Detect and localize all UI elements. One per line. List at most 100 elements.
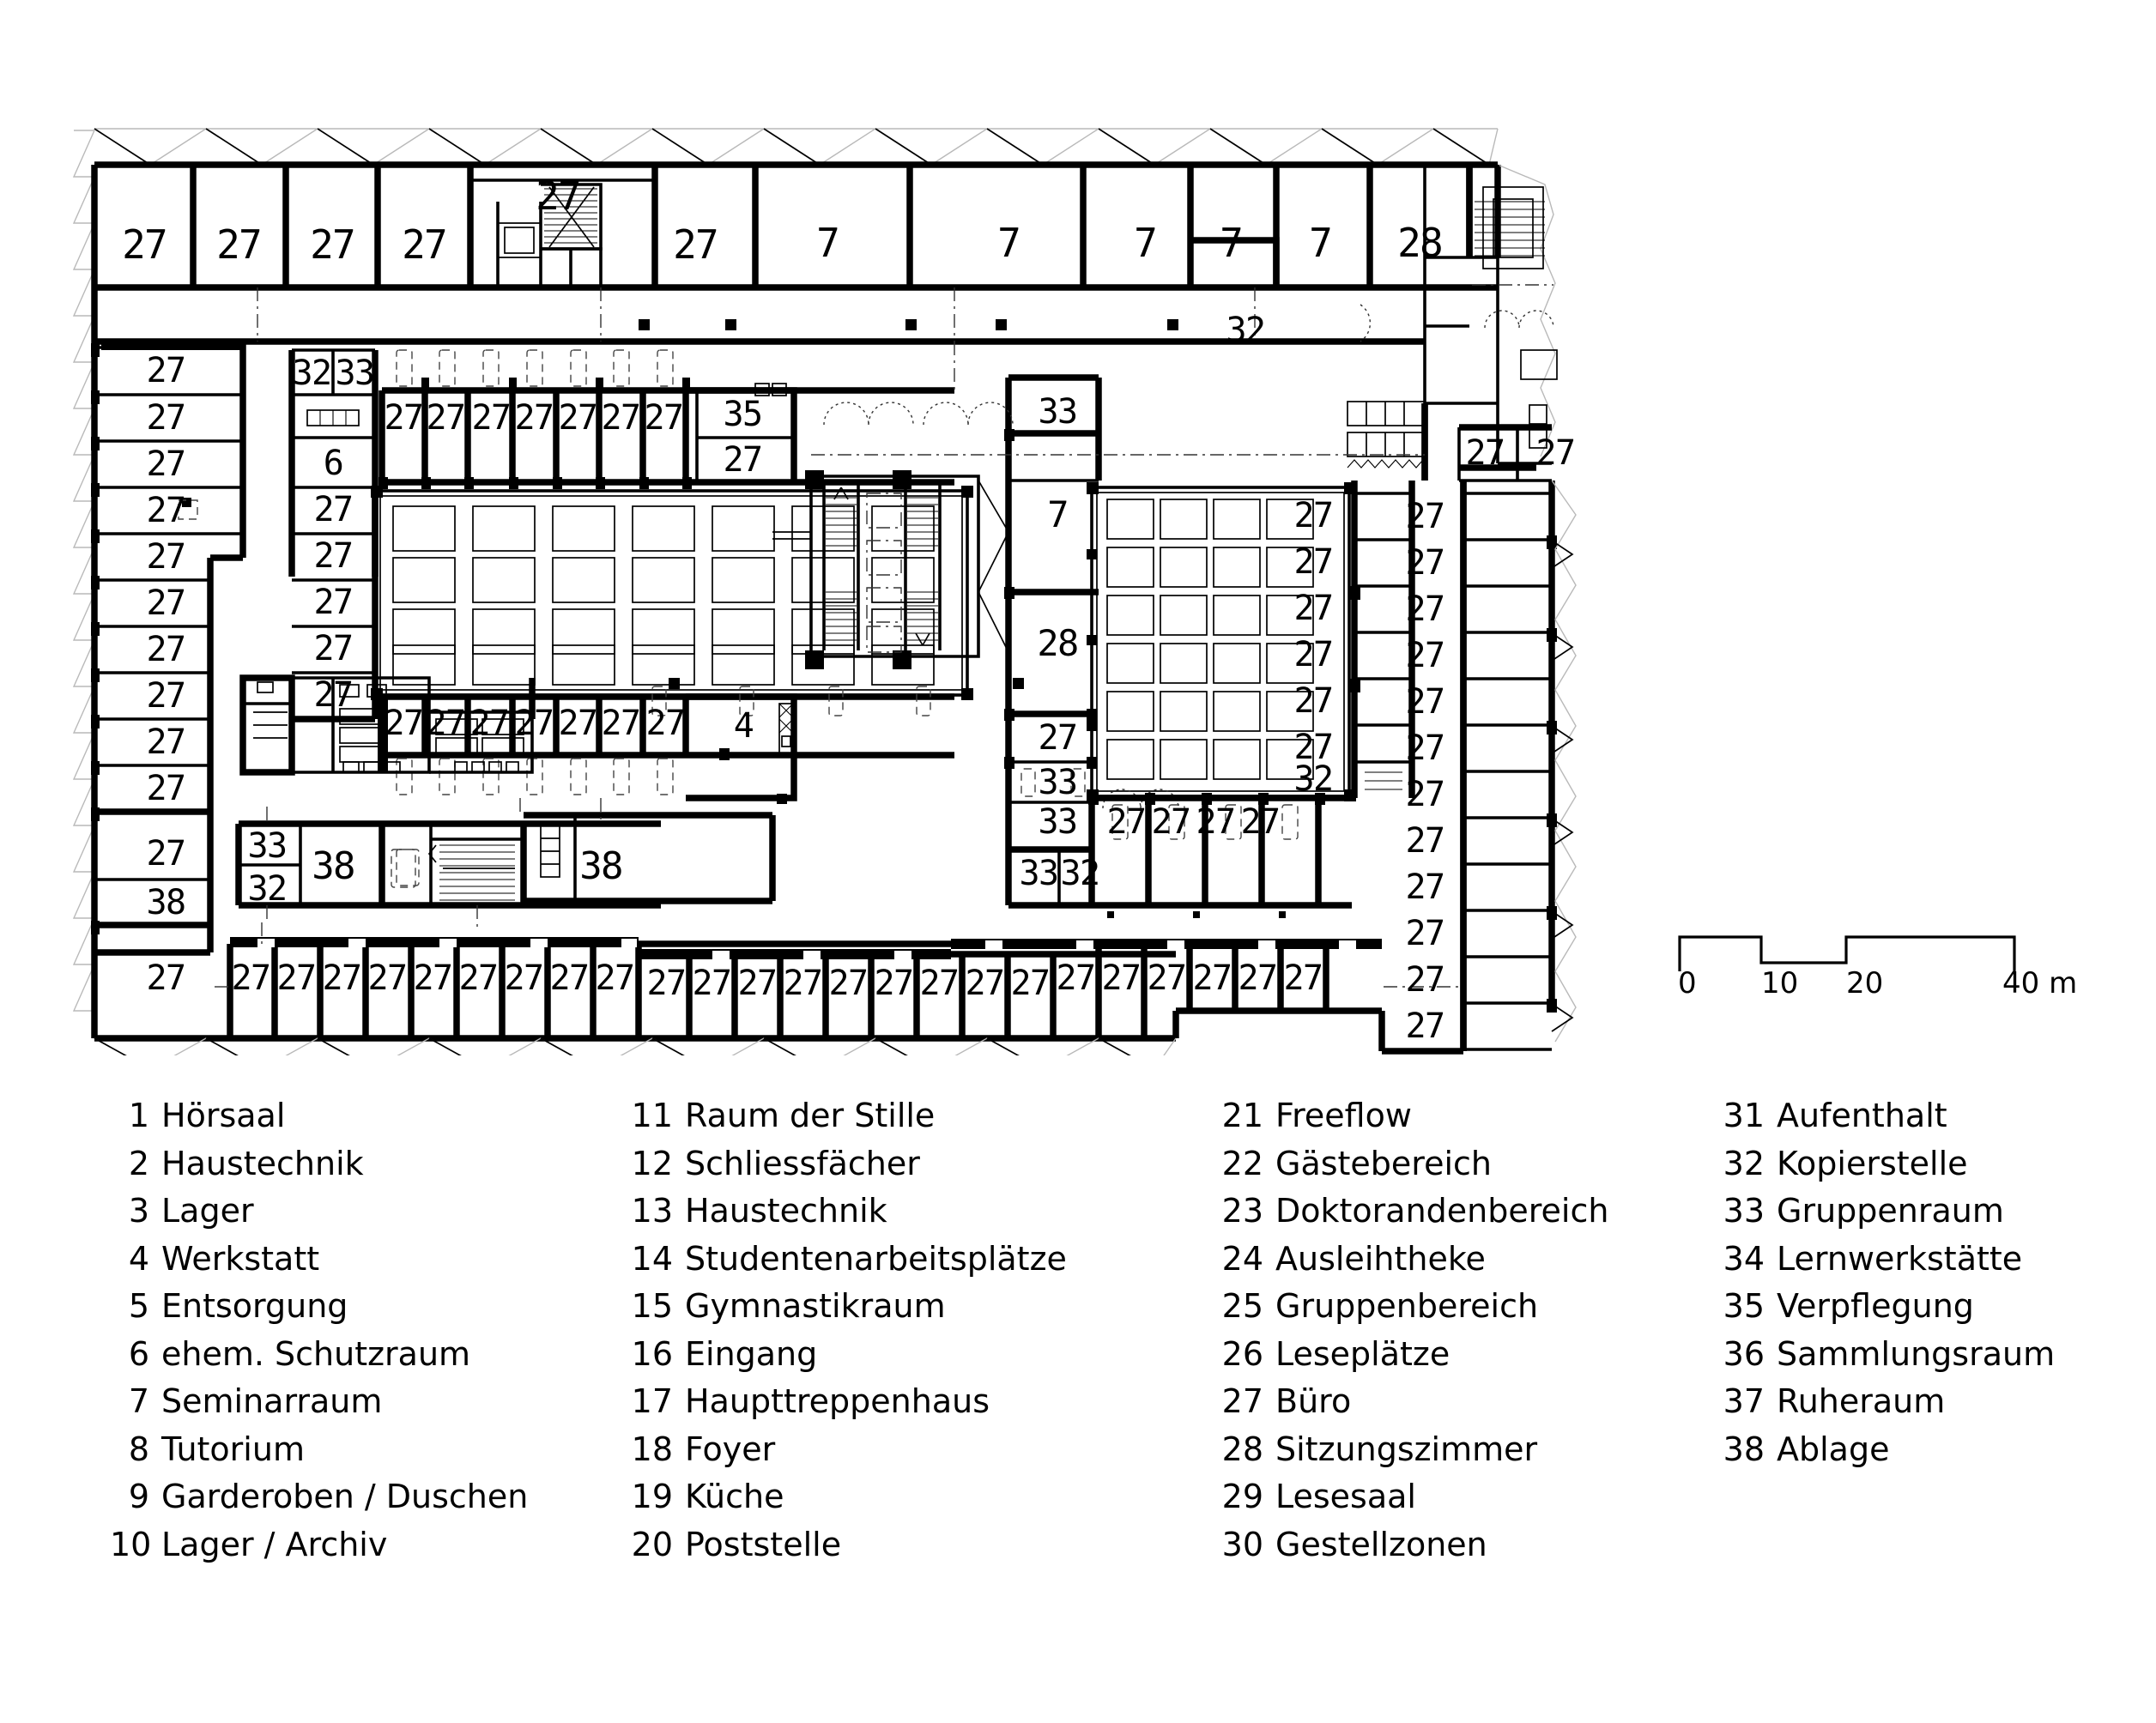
room-number-label: 27 (1465, 433, 1506, 473)
legend-item-number: 26 (1221, 1334, 1263, 1373)
upper-corridor (94, 287, 1425, 345)
legend-item-number: 29 (1221, 1478, 1263, 1515)
lower-service-band (235, 798, 776, 927)
room-number-label: 7 (1309, 220, 1333, 266)
room-number-label: 27 (1293, 542, 1335, 582)
legend-item-label: Poststelle (685, 1525, 842, 1563)
room-number-label: 27 (1405, 821, 1446, 861)
legend-item-label: Hörsaal (161, 1097, 286, 1134)
legend-item-number: 19 (631, 1478, 673, 1515)
room-number-label: 27 (146, 537, 187, 577)
room-number-label: 27 (146, 676, 187, 716)
room-number-label: 27 (231, 958, 272, 998)
room-number-label: 27 (549, 958, 590, 998)
legend-item-label: Garderoben / Duschen (161, 1478, 529, 1515)
room-number-label: 27 (426, 398, 467, 438)
room-number-label: 6 (323, 444, 344, 483)
legend-item-number: 25 (1221, 1287, 1263, 1325)
room-number-label: 27 (692, 964, 733, 1003)
room-number-label: 27 (965, 964, 1006, 1003)
room-number-label: 27 (828, 964, 869, 1003)
right-outer-office-column (1460, 480, 1577, 1051)
legend-item-label: Schliessfächer (685, 1144, 920, 1182)
room-number-label: 27 (1240, 802, 1281, 842)
room-number-label: 27 (1405, 914, 1446, 953)
room-number-label: 27 (1293, 496, 1335, 535)
scale-tick-label: 40 m (2002, 966, 2078, 1001)
room-number-label: 32 (247, 869, 288, 909)
room-number-label: 27 (1405, 497, 1446, 536)
room-number-label: 27 (146, 398, 187, 438)
legend-item-label: Eingang (685, 1334, 818, 1373)
scale-tick-label: 20 (1846, 966, 1884, 1001)
room-number-label: 27 (504, 958, 545, 998)
legend-item-label: Ablage (1777, 1430, 1890, 1468)
bottom-office-row (215, 922, 1459, 1038)
room-number-label: 27 (644, 398, 685, 438)
legend-item-number: 6 (128, 1334, 149, 1373)
room-number-label: 32 (1060, 854, 1101, 893)
room-number-label: 7 (997, 220, 1021, 266)
room-number-label: 27 (514, 704, 555, 743)
legend-item-label: Haustechnik (685, 1192, 887, 1230)
room-number-label: 27 (313, 675, 354, 715)
room-number-label: 27 (1293, 635, 1335, 674)
room-number-label: 27 (1056, 958, 1097, 998)
room-number-label: 32 (1226, 311, 1267, 350)
legend-item-label: Gruppenbereich (1275, 1287, 1539, 1325)
floor-plan-drawing: .h { stroke:#000; stroke-width:7.5; fill… (0, 0, 1717, 1055)
scale-bar-graphic (1678, 935, 2016, 971)
legend-item-number: 2 (128, 1144, 149, 1182)
room-number-label: 27 (426, 704, 467, 743)
room-number-label: 27 (874, 964, 915, 1003)
scale-tick-label: 0 (1678, 966, 1697, 1001)
legend-item-number: 34 (1723, 1239, 1765, 1278)
legend-item-number: 15 (631, 1287, 673, 1325)
legend-item-number: 4 (128, 1239, 149, 1278)
room-number-label: 27 (367, 958, 409, 998)
room-number-label: 27 (1283, 958, 1324, 998)
legend-item-label: Aufenthalt (1777, 1097, 1947, 1134)
building-outline (91, 161, 1501, 1055)
room-number-label: 27 (146, 583, 187, 623)
room-number-label: 27 (1405, 868, 1446, 907)
legend-item-number: 14 (631, 1239, 673, 1278)
room-number-label: 27 (601, 704, 642, 743)
room-number-label: 38 (312, 844, 355, 888)
legend-item-label: Lager (161, 1192, 254, 1230)
room-number-label: 27 (1010, 964, 1051, 1003)
structural-columns (182, 319, 1178, 689)
room-number-label: 27 (146, 722, 187, 762)
room-number-label: 27 (1405, 589, 1446, 629)
top-room-row (94, 165, 1498, 291)
room-number-label: 27 (737, 964, 778, 1003)
legend-item-label: Tutorium (161, 1430, 305, 1468)
room-number-label: 27 (1192, 958, 1233, 998)
right-courtyard-grid (1087, 482, 1356, 801)
room-number-label: 28 (1397, 220, 1444, 266)
legend-item-label: Freeflow (1275, 1097, 1412, 1134)
room-number-label: 27 (1405, 682, 1446, 722)
main-stair-core (772, 470, 1009, 669)
inner-right-office-column (1350, 481, 1415, 798)
legend-item-label: Küche (685, 1478, 784, 1515)
room-number-label: 27 (1405, 775, 1446, 814)
legend-item-label: Gästebereich (1275, 1144, 1493, 1182)
room-number-label: 27 (146, 491, 187, 530)
